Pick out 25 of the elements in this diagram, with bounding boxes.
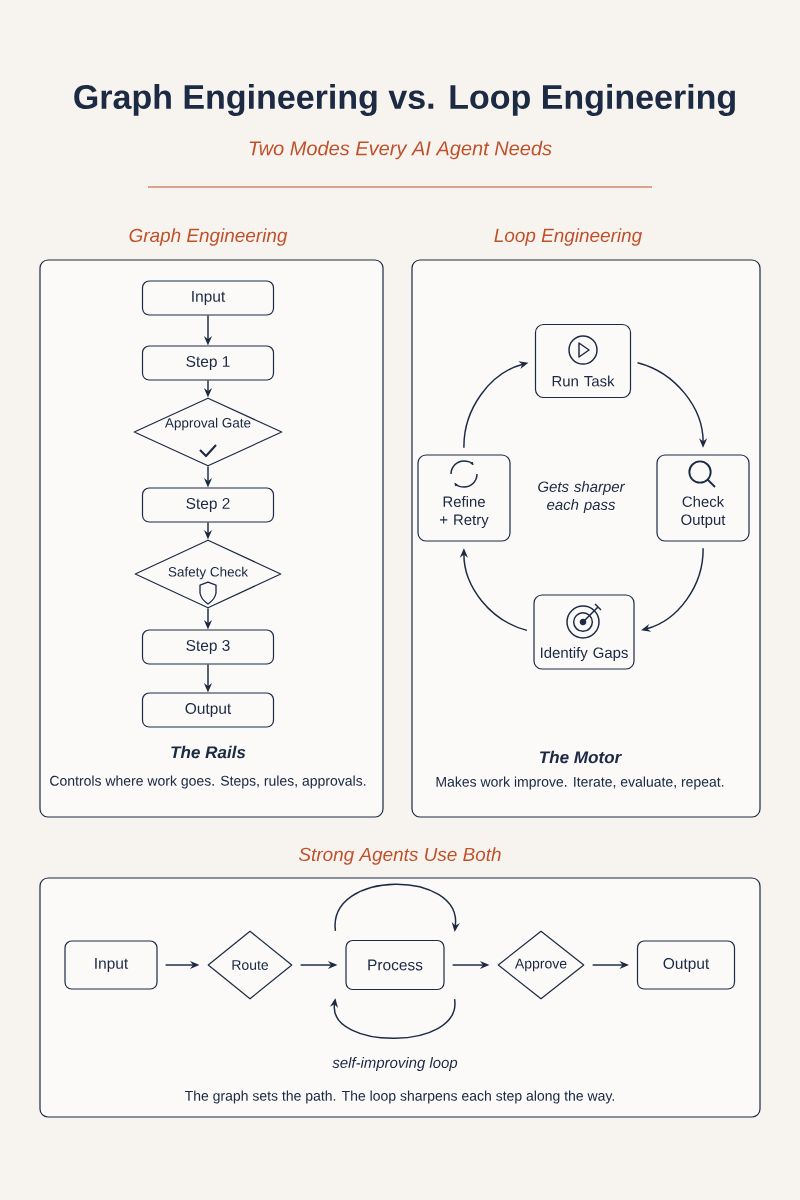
step-box: Refine + Retry xyxy=(417,454,511,542)
section-heading: Loop Engineering xyxy=(494,228,642,246)
step-box: Run Task xyxy=(534,323,632,399)
process-box: Step 3 xyxy=(141,629,275,665)
process-box: Process xyxy=(345,939,445,991)
step-box: Identify Gaps xyxy=(533,594,635,670)
arrow xyxy=(329,998,456,1040)
section-heading: Strong Agents Use Both xyxy=(299,847,501,865)
center-note: Gets sharper each pass xyxy=(538,481,626,513)
process-box: Step 2 xyxy=(141,487,275,523)
process-box: Output xyxy=(636,940,736,990)
process-box: Input xyxy=(64,940,158,990)
panel-description: The graph sets the path. The loop sharpens each step along the way. xyxy=(185,1090,614,1104)
panel-title: The Motor xyxy=(540,750,622,764)
process-box: Output xyxy=(141,692,275,728)
step-box: Check Output xyxy=(656,454,750,542)
subtitle: Two Modes Every AI Agent Needs xyxy=(249,140,552,160)
process-box: Step 1 xyxy=(141,345,275,381)
section-heading: Graph Engineering xyxy=(129,228,288,246)
arrow xyxy=(334,883,460,932)
panel-description: Makes work improve. Iterate, evaluate, repeat. xyxy=(436,776,724,790)
panel-title: The Rails xyxy=(171,745,246,759)
title: Graph Engineering vs. Loop Engineering xyxy=(74,84,735,116)
process-box: Input xyxy=(141,280,275,316)
panel-description: Controls where work goes. Steps, rules, approvals. xyxy=(50,775,366,789)
